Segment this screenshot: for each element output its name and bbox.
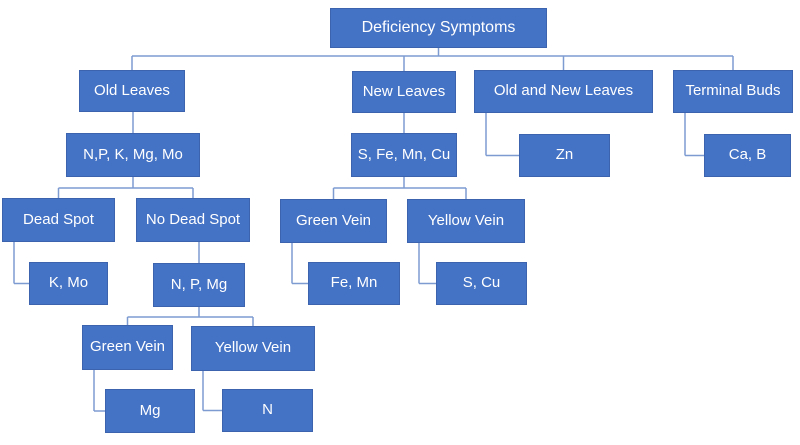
node-npkmgmo: N,P, K, Mg, Mo xyxy=(66,133,200,177)
node-new-leaves: New Leaves xyxy=(352,71,456,113)
node-green-vein-low: Green Vein xyxy=(82,325,173,370)
node-green-vein-mid: Green Vein xyxy=(280,199,387,243)
node-npmg: N, P, Mg xyxy=(153,263,245,307)
node-yellow-vein-mid: Yellow Vein xyxy=(407,199,525,243)
node-s-cu: S, Cu xyxy=(436,262,527,305)
node-k-mo: K, Mo xyxy=(29,262,108,305)
node-dead-spot: Dead Spot xyxy=(2,198,115,242)
node-terminal-buds: Terminal Buds xyxy=(673,70,793,113)
node-old-leaves: Old Leaves xyxy=(79,70,185,112)
node-old-new-leaves: Old and New Leaves xyxy=(474,70,653,113)
node-zn: Zn xyxy=(519,134,610,177)
node-fe-mn: Fe, Mn xyxy=(308,262,400,305)
node-ca-b: Ca, B xyxy=(704,134,791,177)
node-yellow-vein-low: Yellow Vein xyxy=(191,326,315,371)
node-root: Deficiency Symptoms xyxy=(330,8,547,48)
node-no-dead-spot: No Dead Spot xyxy=(136,198,250,242)
node-mg: Mg xyxy=(105,389,195,433)
node-sfemncu: S, Fe, Mn, Cu xyxy=(351,133,457,177)
node-n: N xyxy=(222,389,313,432)
